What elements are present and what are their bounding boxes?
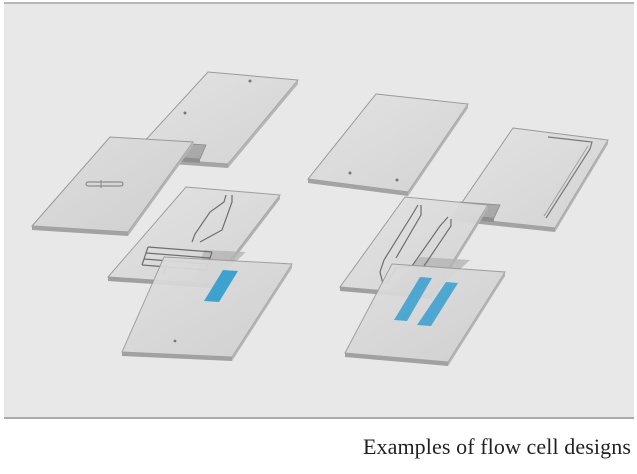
flow-cell-illustration [30, 71, 609, 366]
left-bottom-substrate [121, 256, 293, 361]
left-electrode [204, 270, 238, 302]
right-top-cover-plate [307, 93, 469, 196]
right-electrode-1 [394, 277, 432, 321]
left-inlet-plate [30, 136, 194, 236]
right-side-plate [451, 127, 609, 232]
right-bottom-substrate [344, 263, 506, 366]
figure-panel [4, 2, 634, 419]
figure-caption: Examples of flow cell designs [362, 434, 631, 459]
right-electrode-2 [417, 282, 458, 326]
